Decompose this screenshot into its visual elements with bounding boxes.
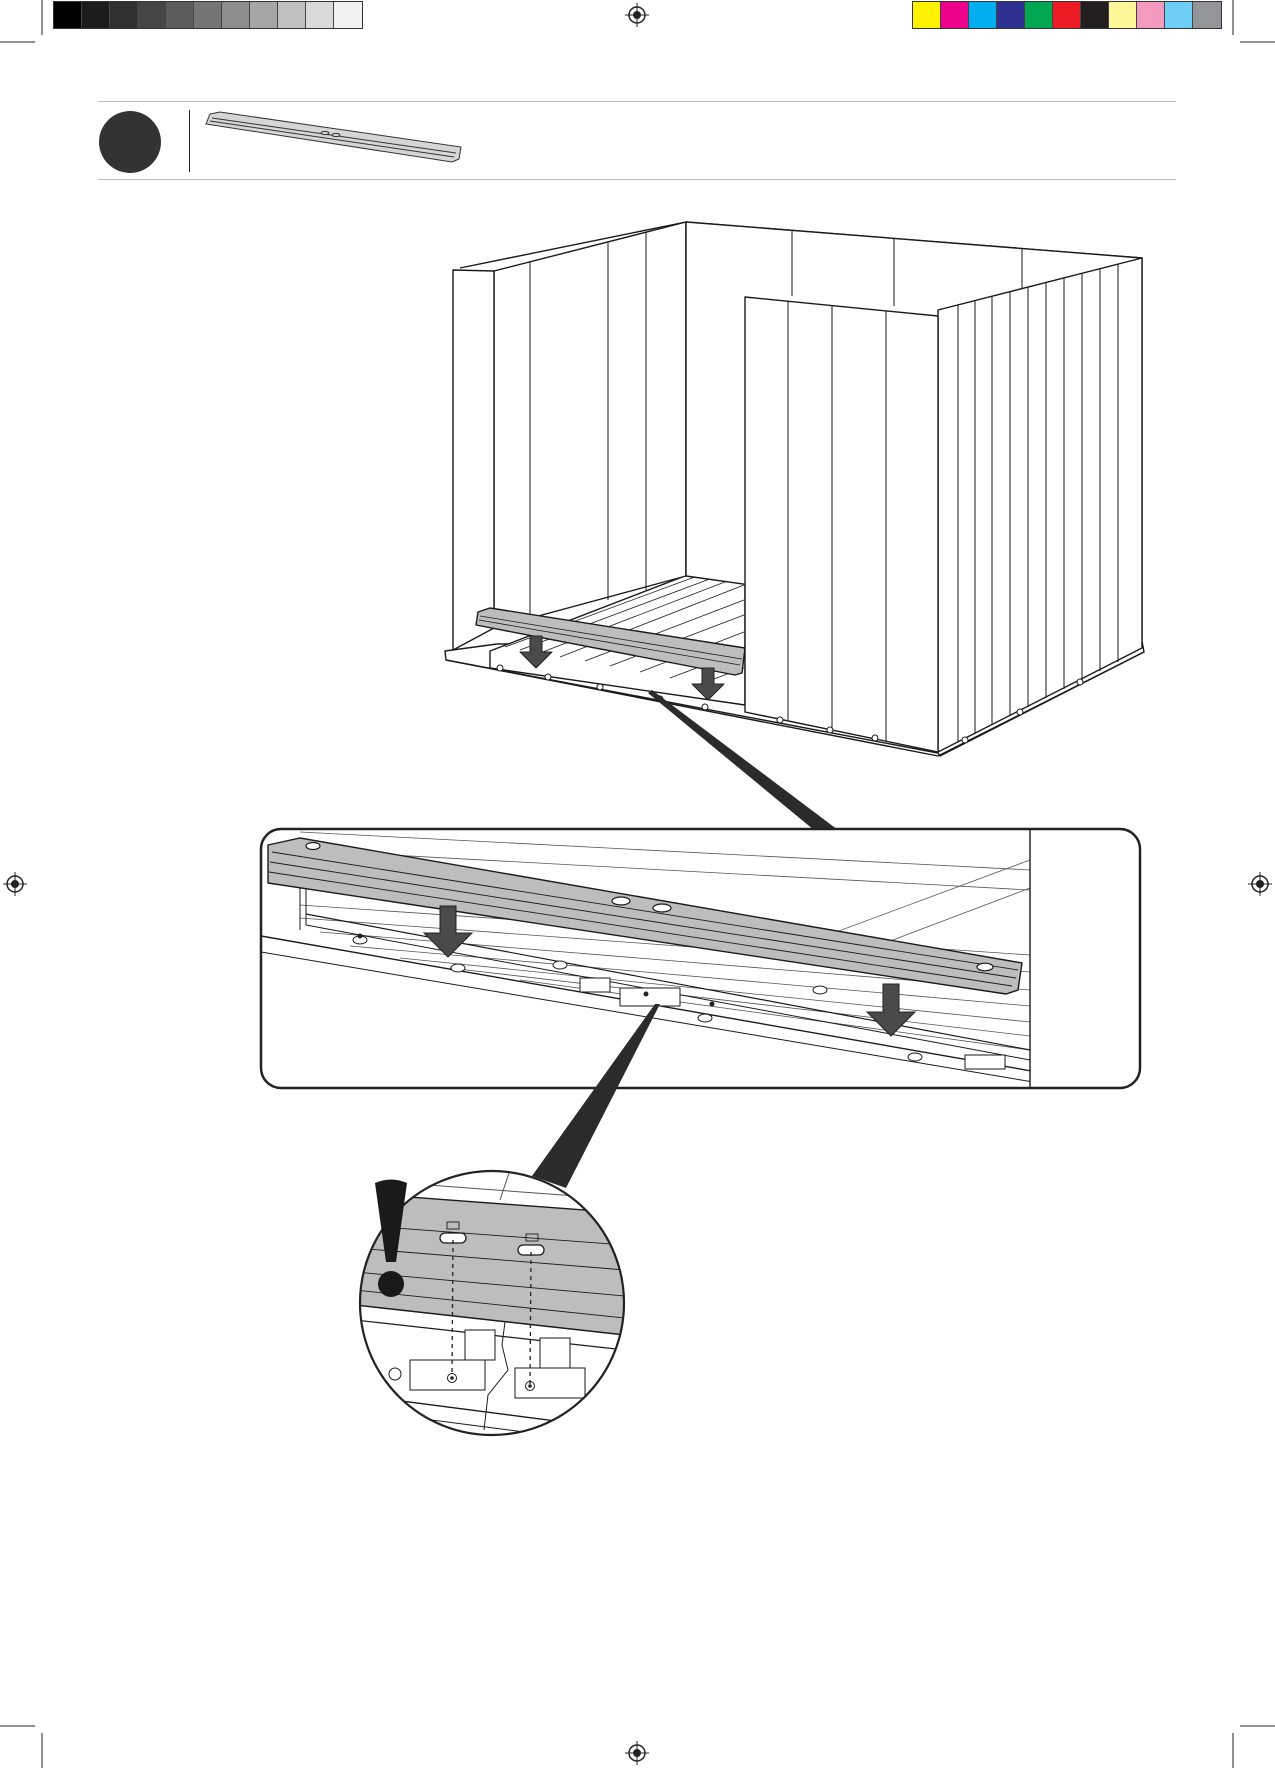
hole-alignment-zoom: [355, 1170, 630, 1445]
shed-floor-rail-overview: [445, 222, 1144, 756]
registration-mark-bottom: [625, 1741, 649, 1765]
registration-mark-right: [1248, 872, 1272, 896]
rail-detail-zoom: [261, 829, 1140, 1100]
registration-mark-top: [625, 3, 649, 27]
floor-rail-part-icon: [206, 112, 461, 162]
registration-mark-left: [3, 872, 27, 896]
